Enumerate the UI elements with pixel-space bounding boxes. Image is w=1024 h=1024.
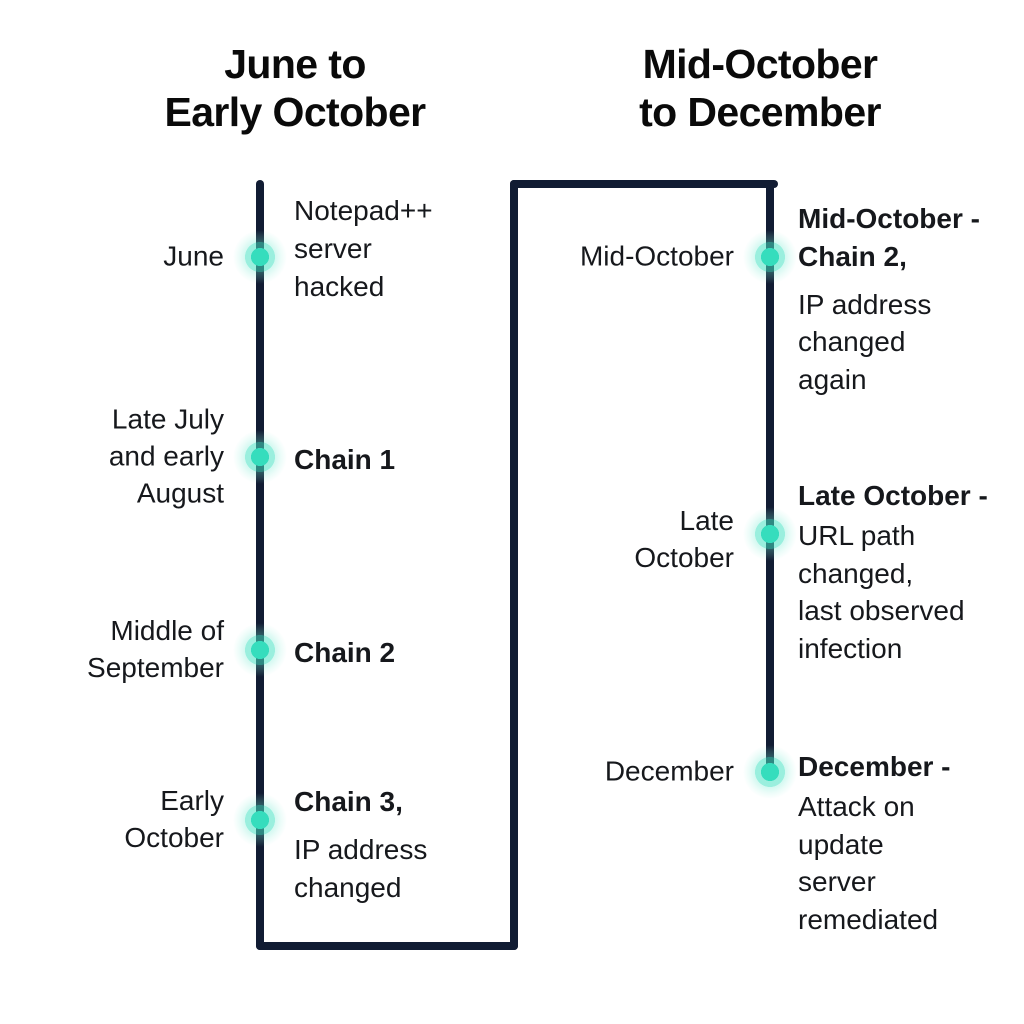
date-label-right-3: December	[604, 755, 734, 787]
date-label-left-3: Middle of September	[87, 615, 224, 683]
column-connector-vertical	[510, 180, 518, 950]
timeline-node-right-1[interactable]	[743, 230, 797, 284]
event-headline-right-3: December -	[798, 751, 951, 782]
event-desc-right-1: Mid-October - Chain 2, IP address change…	[798, 200, 1024, 399]
event-headline-right-1: Mid-October - Chain 2,	[798, 203, 980, 272]
date-label-right-2: Late October	[634, 505, 734, 573]
event-desc-left-4: Chain 3, IP address changed	[294, 783, 509, 906]
date-label-right-1: Mid-October	[579, 240, 734, 272]
date-label-left-2: Late July and early August	[108, 403, 224, 509]
event-body-right-1: IP address changed again	[798, 288, 932, 396]
right-timeline-rail	[766, 180, 774, 775]
column-connector-top-elbow	[510, 180, 778, 188]
event-headline-left-3: Chain 2	[294, 637, 396, 668]
event-body-left-4: IP address changed	[294, 833, 428, 903]
event-desc-right-2: Late October - URL path changed, last ob…	[798, 477, 1024, 668]
left-column-title: June to Early October	[164, 41, 426, 136]
timeline-node-left-3[interactable]	[233, 623, 287, 677]
timeline-node-left-4[interactable]	[233, 793, 287, 847]
event-body-right-3: Attack on update server remediated	[798, 790, 939, 936]
timeline-node-right-3[interactable]	[743, 745, 797, 799]
timeline-node-left-1[interactable]	[233, 230, 287, 284]
event-body-right-2: URL path changed, last observed infectio…	[798, 519, 965, 665]
event-body-left-1: Notepad++ server hacked	[294, 195, 433, 302]
event-desc-left-2: Chain 1	[294, 441, 504, 479]
event-desc-right-3: December - Attack on update server remed…	[798, 748, 1024, 939]
timeline-node-left-2[interactable]	[233, 430, 287, 484]
event-headline-left-2: Chain 1	[294, 444, 396, 475]
event-desc-left-1: Notepad++ server hacked	[294, 192, 504, 305]
left-timeline-rail	[256, 180, 264, 950]
event-headline-right-2: Late October -	[798, 480, 988, 511]
event-desc-left-3: Chain 2	[294, 634, 504, 672]
right-column-title: Mid-October to December	[639, 41, 881, 136]
date-label-left-1: June	[163, 240, 224, 272]
date-label-left-4: Early October	[124, 785, 224, 853]
timeline-node-right-2[interactable]	[743, 507, 797, 561]
event-headline-left-4: Chain 3,	[294, 786, 403, 817]
left-timeline-bottom-elbow	[256, 942, 518, 950]
